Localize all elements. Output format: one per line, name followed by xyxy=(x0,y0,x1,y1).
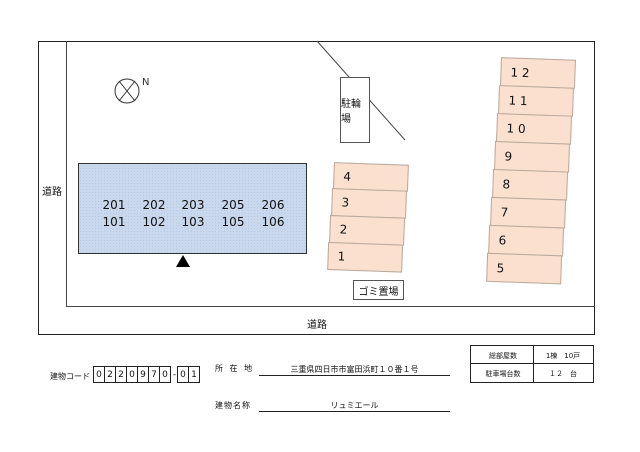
parking-slot: 4 xyxy=(332,162,409,192)
summary-row: 駐車場台数 １２ 台 xyxy=(471,364,593,382)
unit-label: 106 xyxy=(261,215,285,229)
parking-slot: 5 xyxy=(486,252,563,285)
unit-label: 102 xyxy=(142,215,166,229)
parking-area-right: 1 2 1 1 1 0 9 8 7 6 5 xyxy=(486,57,586,286)
apartment-building: 201 202 203 205 206 101 102 103 105 106 xyxy=(78,163,307,254)
summary-key: 駐車場台数 xyxy=(485,370,521,378)
road-label-left: 道路 xyxy=(42,187,62,198)
compass-north-icon: N xyxy=(114,77,149,104)
parking-slot: 7 xyxy=(490,196,567,229)
building-name-underline xyxy=(259,411,450,412)
parking-slot: 1 1 xyxy=(498,85,574,117)
building-code-label: 建物コード xyxy=(50,372,90,381)
parking-slot: 1 2 xyxy=(499,57,576,89)
parking-slot: 6 xyxy=(488,224,565,257)
building-name-label: 建物名称 xyxy=(215,401,251,410)
table-divider xyxy=(470,363,594,364)
code-separator: - xyxy=(172,369,177,380)
site-plan-frame xyxy=(38,41,595,335)
address-underline xyxy=(259,375,450,376)
parking-slot: 1 0 xyxy=(496,113,572,145)
unit-label: 203 xyxy=(181,198,205,212)
summary-row: 総部屋数 1棟 10戸 xyxy=(471,346,593,364)
unit-label: 103 xyxy=(181,215,205,229)
bicycle-parking: 駐輪場 xyxy=(340,77,370,143)
parking-slot: 9 xyxy=(494,141,571,173)
code-digit: 1 xyxy=(188,366,200,383)
road-label-bottom: 道路 xyxy=(307,320,327,331)
summary-table: 総部屋数 1棟 10戸 駐車場台数 １２ 台 xyxy=(470,345,594,383)
parking-slot: 2 xyxy=(329,215,406,246)
unit-label: 202 xyxy=(142,198,166,212)
summary-value: 1棟 10戸 xyxy=(545,352,581,360)
lot-boundary xyxy=(66,41,595,307)
unit-label: 206 xyxy=(261,198,285,212)
parking-area-left: 4 3 2 1 xyxy=(326,160,410,278)
address-label: 所 在 地 xyxy=(215,364,255,373)
address-value: 三重県四日市市富田浜町１０番１号 xyxy=(290,365,419,374)
table-divider xyxy=(533,345,534,383)
parking-slot: 1 xyxy=(327,241,404,273)
unit-label: 205 xyxy=(221,198,245,212)
bicycle-parking-label: 駐輪場 xyxy=(341,99,361,125)
svg-text:N: N xyxy=(142,77,149,88)
entrance-arrow-icon xyxy=(176,255,190,267)
code-digit: 0 xyxy=(159,366,171,383)
building-name-value: リュミエール xyxy=(330,401,379,410)
parking-slot: 3 xyxy=(331,188,407,219)
summary-value: １２ 台 xyxy=(549,370,577,378)
unit-label: 105 xyxy=(221,215,245,229)
summary-key: 総部屋数 xyxy=(489,352,517,360)
building-code: 0 2 2 0 9 7 0 - 0 1 xyxy=(93,366,200,383)
garbage-area: ゴミ置場 xyxy=(353,280,404,300)
parking-slot: 8 xyxy=(492,168,569,201)
unit-label: 101 xyxy=(102,215,126,229)
unit-label: 201 xyxy=(102,198,126,212)
